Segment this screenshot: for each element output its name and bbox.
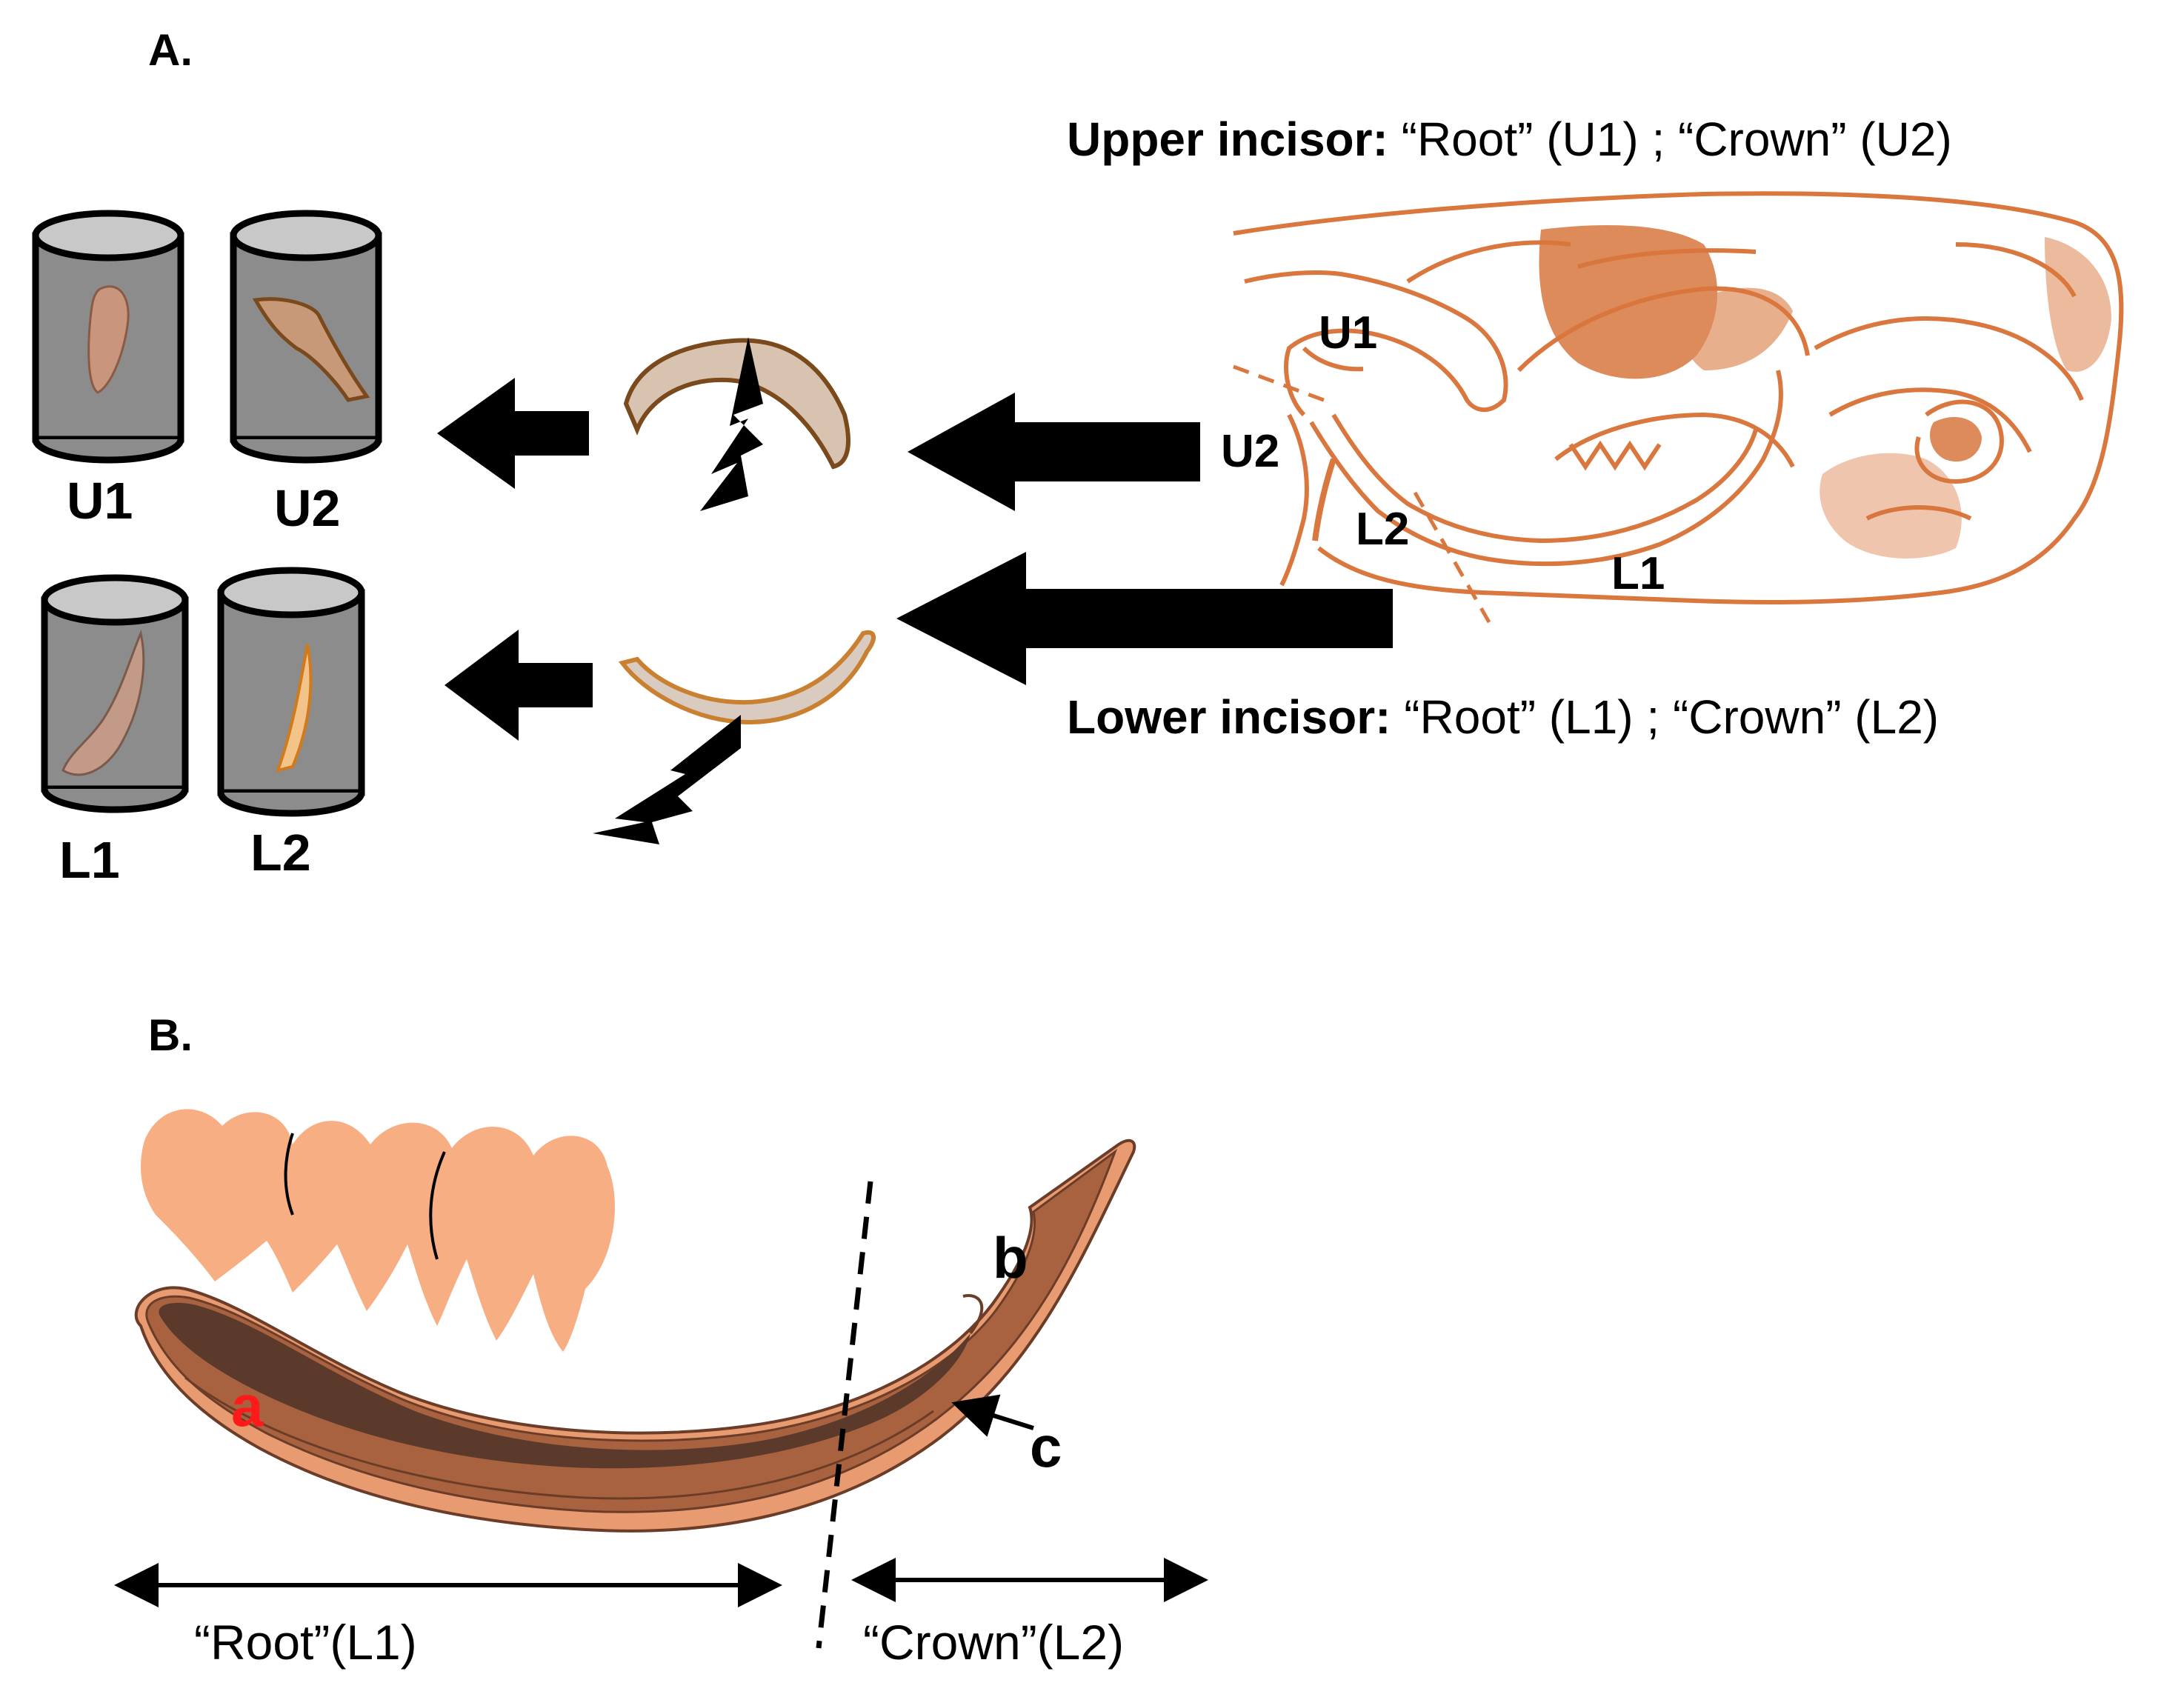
panel-b-label: B. xyxy=(148,1010,193,1060)
upper-caption-bold: Upper incisor: xyxy=(1067,113,1388,166)
marker-c: c xyxy=(1030,1414,1062,1479)
extracted-lower-incisor xyxy=(593,630,876,844)
root-crown-divider xyxy=(816,1181,873,1649)
marker-c-pointer xyxy=(951,1394,1034,1437)
crown-label: “Crown”(L2) xyxy=(863,1615,1124,1670)
tube-label-l2: L2 xyxy=(250,824,311,881)
lower-incisor-diagram xyxy=(134,1138,1136,1533)
arrow-to-lower-tubes xyxy=(445,630,593,741)
break-icon-upper xyxy=(700,337,763,511)
sample-tube-l1 xyxy=(41,574,189,813)
upper-caption-rest: “Root” (U1) ; “Crown” (U2) xyxy=(1388,113,1952,166)
marker-b: b xyxy=(993,1225,1028,1290)
u1-tooth-fragment xyxy=(87,285,130,394)
lower-caption-rest: “Root” (L1) ; “Crown” (L2) xyxy=(1391,690,1939,744)
extracted-upper-incisor xyxy=(623,337,850,511)
panel-a: A. Upper incisor: “Root” (U1) ; “Crown” … xyxy=(32,25,2124,889)
skull-shading xyxy=(1539,225,2111,559)
tube-label-l1: L1 xyxy=(59,831,120,889)
root-label: “Root”(L1) xyxy=(194,1615,417,1670)
break-icon-lower xyxy=(593,715,741,844)
upper-incisor-caption: Upper incisor: “Root” (U1) ; “Crown” (U2… xyxy=(1067,113,1952,166)
tube-label-u1: U1 xyxy=(67,472,133,530)
arrow-from-skull-lower xyxy=(896,552,1393,685)
molar-teeth xyxy=(141,1109,615,1352)
l2-tooth-fragment xyxy=(275,644,313,773)
rat-skull-illustration xyxy=(1233,191,2124,624)
lower-incisor-caption: Lower incisor: “Root” (L1) ; “Crown” (L2… xyxy=(1067,690,1939,744)
skull-label-u1: U1 xyxy=(1319,307,1377,359)
skull-label-u2: U2 xyxy=(1221,426,1279,477)
l1-tooth-fragment xyxy=(61,630,145,776)
lower-caption-bold: Lower incisor: xyxy=(1067,690,1391,744)
panel-b: B. a b c “Root”(L1) “Crown”(L2) xyxy=(114,1010,1208,1670)
sample-tube-l2 xyxy=(217,567,365,817)
sample-tube-u1 xyxy=(32,210,184,464)
skull-label-l1: L1 xyxy=(1611,548,1665,599)
arrow-to-upper-tubes xyxy=(437,378,589,489)
panel-a-label: A. xyxy=(148,25,193,75)
u2-tooth-fragment xyxy=(253,297,370,402)
arrow-from-skull-upper xyxy=(908,393,1200,511)
tube-label-u2: U2 xyxy=(274,479,340,537)
skull-label-l2: L2 xyxy=(1356,504,1409,555)
marker-a: a xyxy=(231,1373,264,1438)
sample-tube-u2 xyxy=(230,210,382,464)
